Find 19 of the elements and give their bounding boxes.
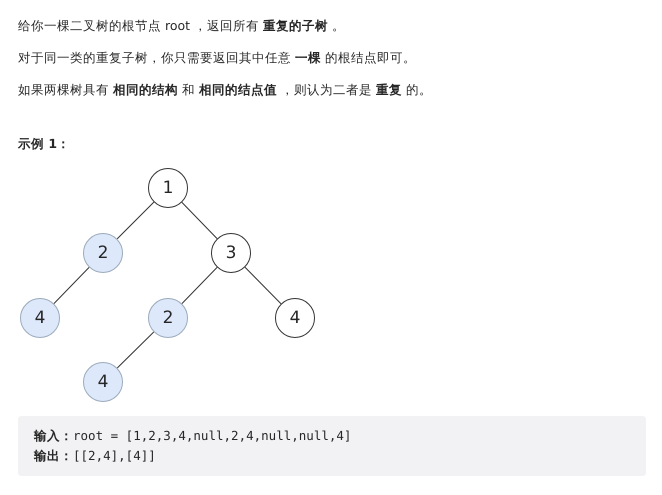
tree-node: 1 (148, 168, 188, 208)
tree-edge (181, 202, 218, 240)
example-heading: 示例 1： (18, 136, 70, 153)
tree-node: 2 (148, 298, 188, 338)
code-line: 输入：root = [1,2,3,4,null,2,4,null,null,4] (34, 428, 352, 445)
paragraph: 如果两棵树具有 相同的结构 和 相同的结点值 ，则认为二者是 重复 的。 (18, 82, 432, 99)
tree-node: 4 (275, 298, 315, 338)
paragraph: 给你一棵二叉树的根节点 root ，返回所有 重复的子树 。 (18, 18, 345, 35)
tree-node: 2 (83, 233, 123, 273)
tree-edge (181, 266, 218, 304)
tree-node: 4 (20, 298, 60, 338)
tree-edge (244, 266, 282, 304)
tree-node: 3 (211, 233, 251, 273)
paragraph: 对于同一类的重复子树，你只需要返回其中任意 一棵 的根结点即可。 (18, 50, 416, 67)
tree-edge (53, 266, 90, 304)
tree-edge (116, 202, 154, 240)
code-line: 输出：[[2,4],[4]] (34, 448, 156, 465)
tree-edge (116, 332, 154, 368)
tree-node: 4 (83, 362, 123, 402)
